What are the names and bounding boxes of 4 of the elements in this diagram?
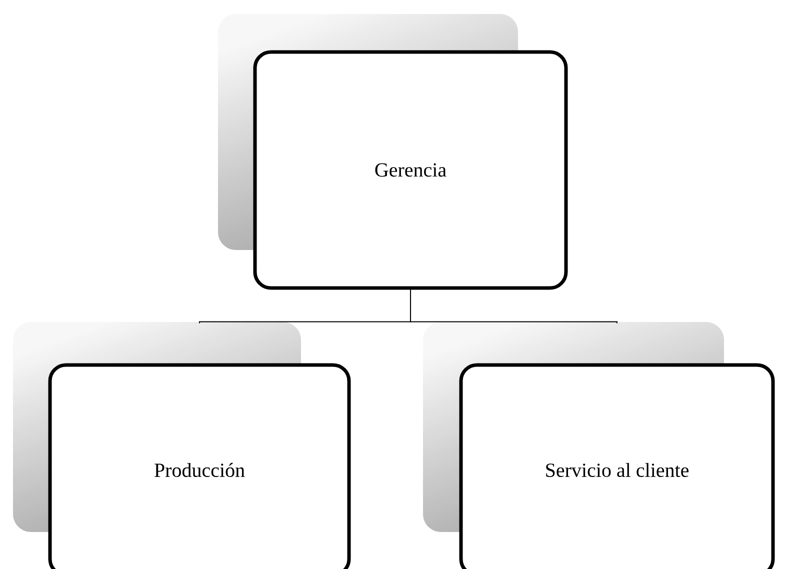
connector-line bbox=[410, 289, 618, 324]
org-box: Servicio al cliente bbox=[459, 363, 775, 569]
org-box: Producción bbox=[48, 363, 351, 569]
org-box: Gerencia bbox=[253, 50, 568, 290]
